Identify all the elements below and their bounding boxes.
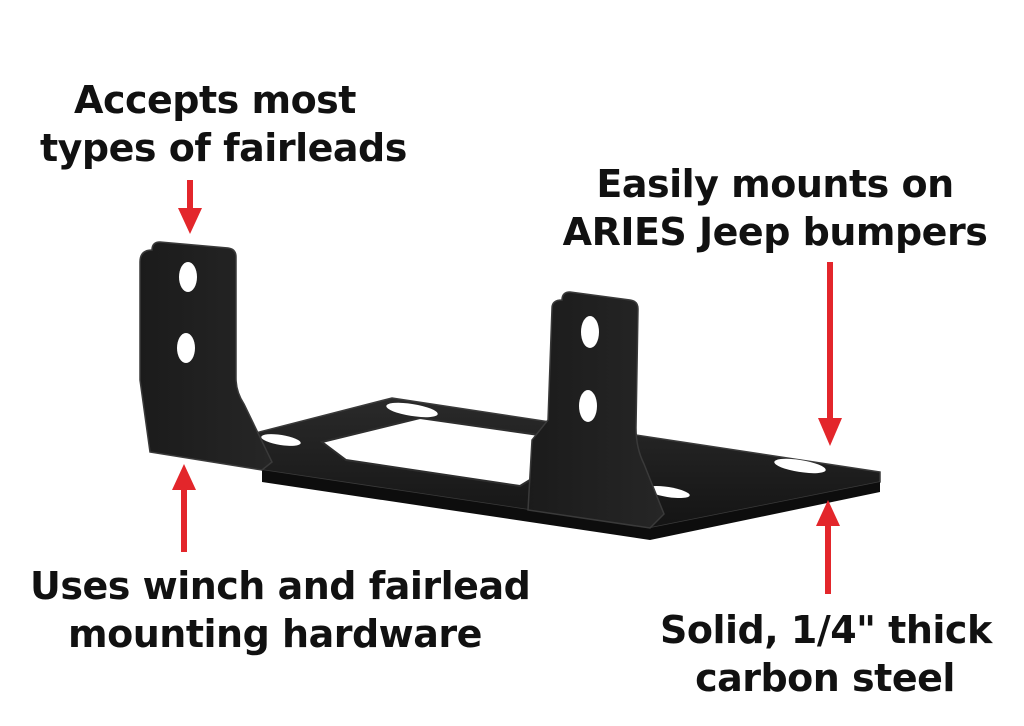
fairlead-bolt-hole [177, 333, 195, 363]
mounting-slot [386, 402, 438, 418]
callout-line: Easily mounts on [596, 162, 954, 206]
callout-line: Accepts most [74, 78, 356, 122]
callout-line: mounting hardware [68, 612, 482, 656]
mounting-slot [646, 485, 690, 499]
callout-line: ARIES Jeep bumpers [562, 210, 988, 254]
callout-material: Solid, 1/4" thick carbon steel [660, 606, 992, 702]
arrow-up-icon [816, 500, 840, 594]
left-upright-flange [139, 241, 273, 471]
callout-fairlead-compatibility: Accepts most types of fairleads [40, 76, 407, 172]
callout-line: Solid, 1/4" thick [660, 608, 992, 652]
arrow-down-icon [818, 262, 842, 446]
fairlead-bolt-hole [579, 390, 597, 422]
fairlead-bolt-hole [179, 262, 197, 292]
callout-mounting-hardware: Uses winch and fairlead mounting hardwar… [30, 562, 531, 658]
mounting-slot [261, 434, 301, 446]
callout-line: types of fairleads [40, 126, 407, 170]
right-upright-flange [527, 291, 665, 529]
arrow-up-icon [172, 464, 196, 552]
callout-line: carbon steel [695, 656, 955, 700]
mounting-slot [774, 458, 826, 474]
arrow-down-icon [178, 180, 202, 234]
callout-bumper-mounting: Easily mounts on ARIES Jeep bumpers [560, 160, 990, 256]
callout-line: Uses winch and fairlead [30, 564, 531, 608]
fairlead-bolt-hole [581, 316, 599, 348]
